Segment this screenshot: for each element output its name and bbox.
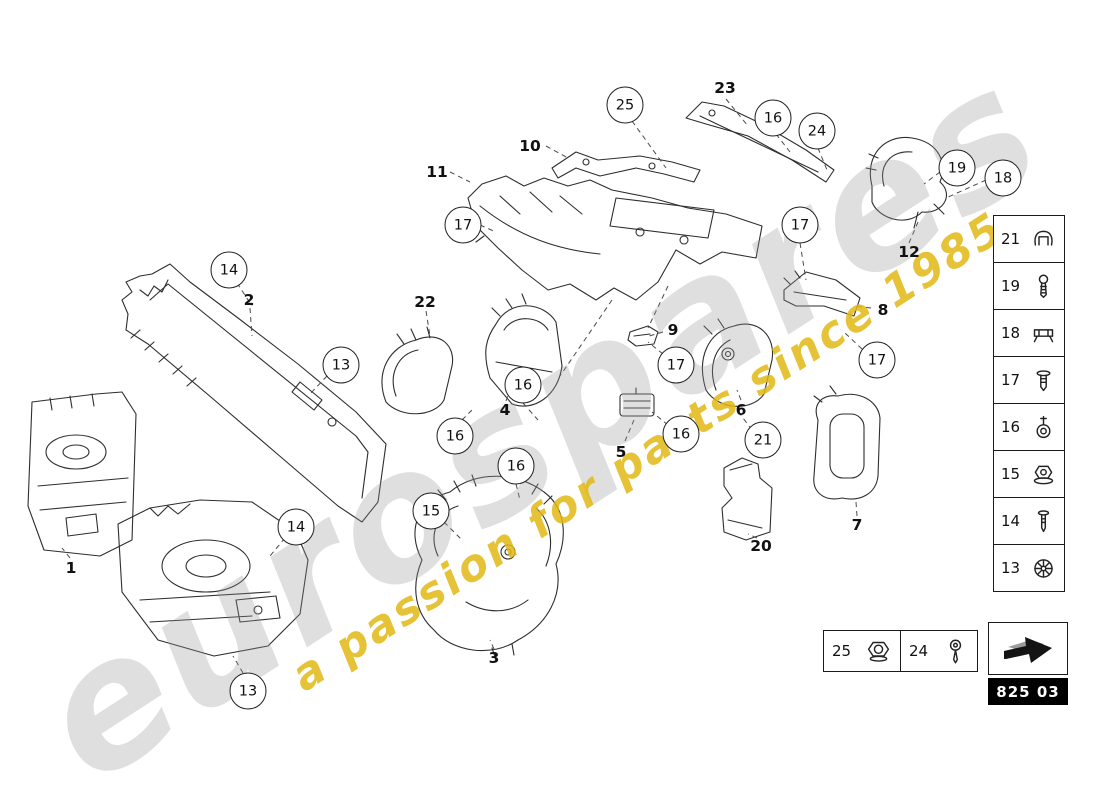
part-number-callout[interactable]: 14 <box>210 251 248 289</box>
clamp-bracket-icon <box>1033 328 1054 342</box>
part-number-callout[interactable]: 20 <box>750 537 772 555</box>
part-number-callout[interactable]: 3 <box>488 649 500 667</box>
part-9-drawing <box>627 325 659 347</box>
legend-item[interactable]: 13 <box>993 544 1065 592</box>
diagram-code-block: 825 03 <box>988 622 1068 705</box>
part-group-code: 825 03 <box>988 678 1068 705</box>
part-number-callout[interactable]: 22 <box>414 293 436 311</box>
round-screw-icon <box>949 639 962 663</box>
part-number-callout[interactable]: 10 <box>519 137 541 155</box>
part-6-drawing <box>702 318 774 407</box>
legend-number: 15 <box>1001 465 1021 483</box>
part-number-callout[interactable]: 7 <box>851 516 863 534</box>
part-22-drawing <box>381 326 454 415</box>
part-number-callout[interactable]: 23 <box>714 79 736 97</box>
hardware-number: 25 <box>832 642 852 660</box>
legend-item[interactable]: 17 <box>993 356 1065 404</box>
legend-item[interactable]: 21 <box>993 215 1065 263</box>
part-number-callout[interactable]: 16 <box>497 447 535 485</box>
part-11-drawing <box>461 175 763 301</box>
direction-arrow-icon <box>1004 636 1052 663</box>
part-8-drawing <box>783 270 861 317</box>
part-10-drawing <box>551 151 701 183</box>
hex-nut-icon <box>867 641 890 662</box>
part-number-callout[interactable]: 18 <box>984 159 1022 197</box>
legend-number: 19 <box>1001 277 1021 295</box>
part-number-callout[interactable]: 13 <box>322 346 360 384</box>
legend-item[interactable]: 14 <box>993 497 1065 545</box>
part-number-callout[interactable]: 24 <box>798 112 836 150</box>
leader-lines <box>61 98 987 674</box>
part-1-drawing <box>27 391 137 557</box>
part-number-callout[interactable]: 16 <box>662 415 700 453</box>
legend-item[interactable]: 15 <box>993 450 1065 498</box>
part-number-callout[interactable]: 17 <box>657 346 695 384</box>
legend-number: 21 <box>1001 230 1021 248</box>
legend-number: 16 <box>1001 418 1021 436</box>
part-number-callout[interactable]: 17 <box>781 206 819 244</box>
torx-screw-icon <box>1038 274 1049 298</box>
hardware-item[interactable]: 24 <box>900 630 978 672</box>
legend-item[interactable]: 19 <box>993 262 1065 310</box>
direction-arrow-box <box>988 622 1068 675</box>
part-number-callout[interactable]: 14 <box>277 508 315 546</box>
fastener-legend: 21 19 18 17 16 15 14 13 <box>993 215 1065 592</box>
spring-clip-icon <box>1034 230 1053 246</box>
part-number-callout[interactable]: 19 <box>938 149 976 187</box>
part-number-callout[interactable]: 8 <box>877 301 889 319</box>
legend-item[interactable]: 16 <box>993 403 1065 451</box>
part-number-callout[interactable]: 5 <box>615 443 627 461</box>
part-2-drawing <box>121 263 387 523</box>
part-number-callout[interactable]: 25 <box>606 86 644 124</box>
part-number-callout[interactable]: 21 <box>744 421 782 459</box>
hardware-item[interactable]: 25 <box>823 630 901 672</box>
part-number-callout[interactable]: 17 <box>444 206 482 244</box>
hardware-number: 24 <box>909 642 929 660</box>
legend-number: 17 <box>1001 371 1021 389</box>
part-number-callout[interactable]: 16 <box>754 99 792 137</box>
push-pin-icon <box>1037 509 1050 532</box>
part-12-drawing <box>865 136 947 229</box>
part-7-drawing <box>813 385 881 500</box>
legend-item[interactable]: 18 <box>993 309 1065 357</box>
part-number-callout[interactable]: 12 <box>898 243 920 261</box>
part-number-callout[interactable]: 11 <box>426 163 448 181</box>
stud-grommet-icon <box>1036 415 1051 438</box>
floor-panel-drawing <box>117 499 309 657</box>
part-23-drawing <box>685 101 835 183</box>
legend-number: 18 <box>1001 324 1021 342</box>
part-number-callout[interactable]: 2 <box>243 291 255 309</box>
part-20-drawing <box>721 457 773 541</box>
legend-number: 14 <box>1001 512 1021 530</box>
part-number-callout[interactable]: 16 <box>436 417 474 455</box>
part-number-callout[interactable]: 9 <box>667 321 679 339</box>
flange-nut-icon <box>1033 465 1054 484</box>
part-number-callout[interactable]: 15 <box>412 492 450 530</box>
part-number-callout[interactable]: 17 <box>858 341 896 379</box>
part-number-callout[interactable]: 6 <box>735 401 747 419</box>
part-number-callout[interactable]: 1 <box>65 559 77 577</box>
expansion-rivet-icon <box>1036 369 1051 391</box>
trim-disc-icon <box>1034 558 1053 578</box>
hardware-box: 25 24 <box>823 630 978 672</box>
part-number-callout[interactable]: 16 <box>504 366 542 404</box>
legend-number: 13 <box>1001 559 1021 577</box>
part-number-callout[interactable]: 4 <box>499 401 511 419</box>
part-number-callout[interactable]: 13 <box>229 672 267 710</box>
part-5-drawing <box>619 387 655 417</box>
